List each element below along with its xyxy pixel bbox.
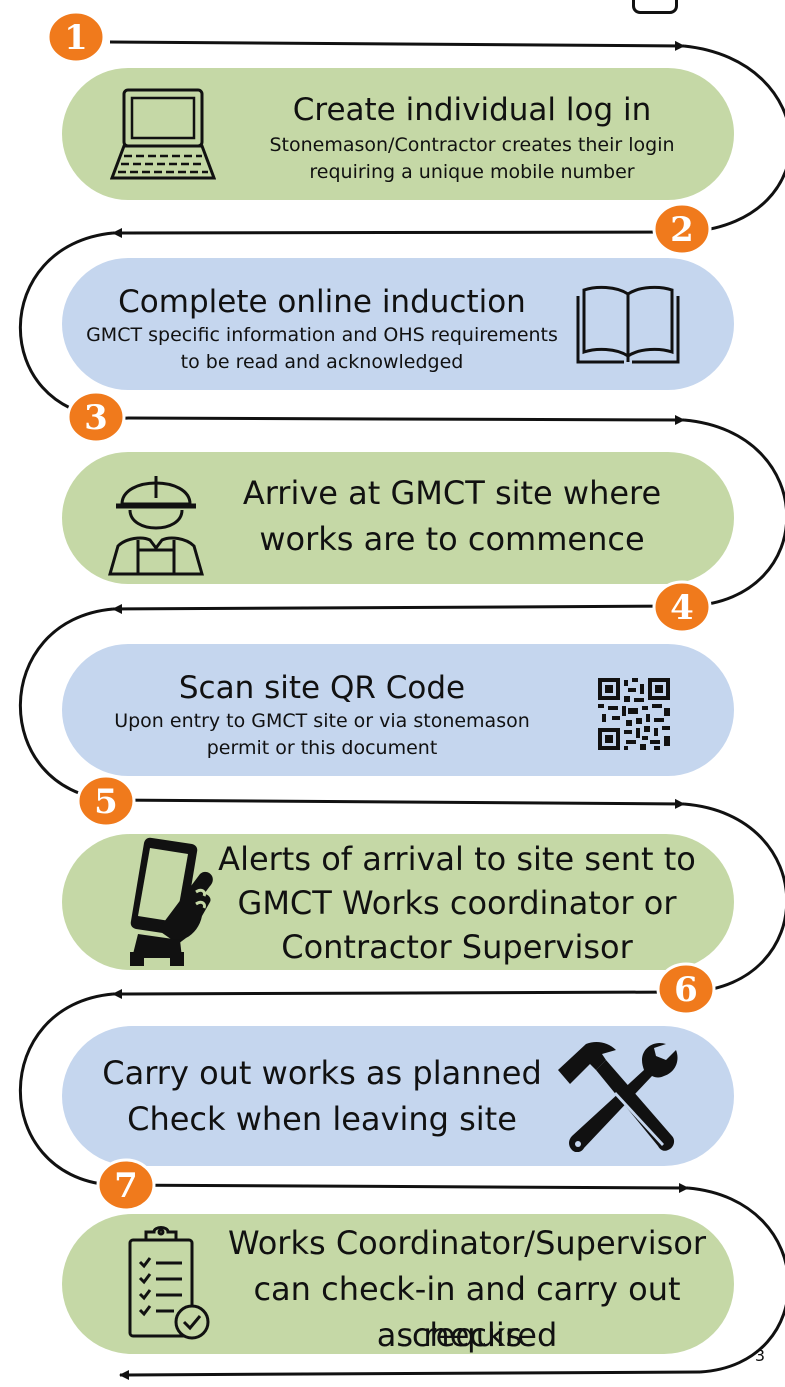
step-badge-7-number: 7 [114, 1166, 138, 1206]
step-4-card: Scan site QR Code Upon entry to GMCT sit… [62, 644, 734, 776]
step-7-line3: as required [376, 1316, 558, 1354]
curve-left-6 [19, 992, 114, 1187]
step-7-line1: Works Coordinator/Supervisor [227, 1224, 707, 1262]
step-badge-4-number: 4 [670, 588, 694, 628]
step-badge-2-number: 2 [670, 210, 694, 250]
step-4-subtitle-line1: Upon entry to GMCT site or via stonemaso… [114, 710, 530, 732]
step-4-subtitle-line2: permit or this document [206, 737, 438, 759]
curve-right-7 [687, 1186, 785, 1374]
connector-3 [109, 414, 685, 425]
step-5-line1: Alerts of arrival to site sent to [218, 840, 696, 878]
step-badge-6: 6 [656, 962, 716, 1016]
step-5-card: Alerts of arrival to site sent to GMCT W… [62, 834, 734, 970]
step-1-title: Create individual log in [292, 92, 652, 128]
hammer-wrench-icon [558, 1042, 678, 1152]
step-2-subtitle-line1: GMCT specific information and OHS requir… [86, 324, 558, 346]
step-1-card: Create individual log in Stonemason/Cont… [62, 68, 734, 200]
step-6-line2: Check when leaving site [127, 1100, 517, 1138]
step-7-line2: can check-in and carry out checks [253, 1270, 681, 1354]
page-corner-mark [632, 0, 678, 14]
step-badge-1: 1 [46, 10, 106, 64]
step-2-title: Complete online induction [118, 284, 526, 320]
step-3-line2: works are to commence [259, 520, 645, 558]
qr-code-icon [598, 678, 670, 750]
step-2-card: Complete online induction GMCT specific … [62, 258, 734, 390]
step-badge-4: 4 [652, 580, 712, 634]
open-book-icon [576, 285, 680, 364]
curve-right-5 [683, 802, 785, 994]
curve-left-4 [19, 607, 114, 802]
step-3-card: Arrive at GMCT site where works are to c… [62, 452, 734, 584]
step-badge-5: 5 [76, 774, 136, 828]
step-badge-6-number: 6 [674, 970, 698, 1010]
step-3-line1: Arrive at GMCT site where [242, 474, 662, 512]
construction-worker-icon [108, 476, 204, 576]
page-number: 3 [754, 1346, 765, 1365]
connector-2 [112, 227, 691, 238]
connector-5 [109, 798, 685, 809]
connector-4 [112, 603, 691, 614]
step-5-line3: Contractor Supervisor [281, 928, 633, 966]
step-1-subtitle-line2: requiring a unique mobile number [309, 161, 635, 183]
curve-right-1 [683, 44, 785, 234]
curve-left-2 [19, 231, 114, 420]
connector-8 [119, 1369, 701, 1380]
step-6-line1: Carry out works as planned [102, 1054, 542, 1092]
laptop-icon [110, 88, 216, 180]
step-badge-5-number: 5 [94, 782, 118, 822]
step-badge-1-number: 1 [64, 18, 88, 58]
phone-in-hand-icon [130, 837, 213, 966]
connector-6 [112, 988, 691, 999]
step-badge-3-number: 3 [84, 398, 108, 438]
step-6-card: Carry out works as planned Check when le… [62, 1026, 734, 1166]
connector-1 [109, 40, 685, 51]
step-5-line2: GMCT Works coordinator or [237, 884, 677, 922]
step-4-title: Scan site QR Code [178, 670, 466, 706]
step-badge-3: 3 [66, 390, 126, 444]
connector-7 [109, 1182, 689, 1193]
curve-right-3 [683, 418, 785, 608]
clipboard-checklist-icon [128, 1226, 210, 1340]
step-7-card: Works Coordinator/Supervisor can check-i… [62, 1214, 734, 1354]
step-badge-7: 7 [96, 1158, 156, 1212]
step-1-subtitle-line1: Stonemason/Contractor creates their logi… [269, 134, 675, 156]
step-2-subtitle-line2: to be read and acknowledged [180, 351, 464, 373]
step-badge-2: 2 [652, 202, 712, 256]
